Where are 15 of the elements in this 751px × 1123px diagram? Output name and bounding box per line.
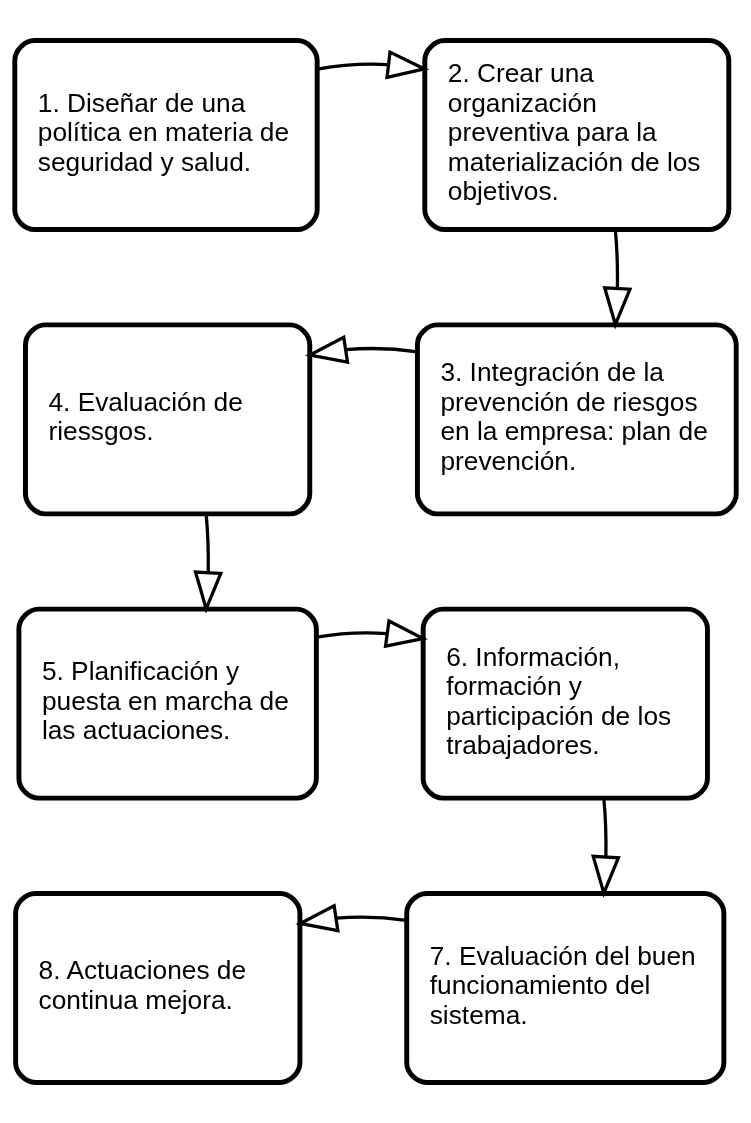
node-box: 6. Información, formación y participación de los trabajadores. [420, 606, 710, 801]
node-box: 5. Planificación y puesta en marcha de las actuaciones. [16, 606, 319, 801]
arrow [295, 903, 407, 933]
arrow [317, 49, 430, 80]
node-box: 1. Diseñar de una política en materia de seguridad y salud. [12, 38, 320, 232]
node-box: 7. Evaluación del buen funcionamiento del sistema. [404, 891, 727, 1085]
node-box: 8. Actuaciones de continua mejora. [13, 891, 303, 1085]
arrow [590, 798, 621, 899]
node-box: 4. Evaluación de riessgos. [23, 322, 313, 517]
node-box: 2. Crear una organización preventiva para la materialización de los objetivos. [422, 38, 732, 232]
arrow [602, 230, 633, 330]
arrow [316, 618, 428, 649]
node-box: 3. Integración de la prevención de riesgos en la empresa: plan de prevención. [414, 322, 739, 517]
arrow [193, 514, 224, 614]
arrow [304, 334, 418, 365]
